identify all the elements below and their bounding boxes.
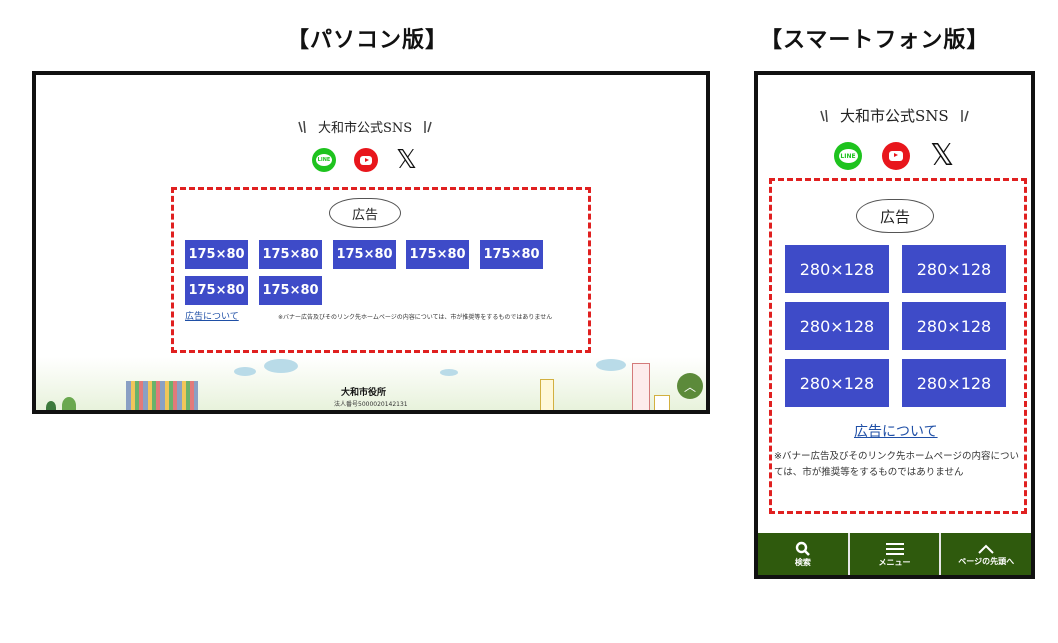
ad-banner[interactable]: 175×80	[259, 276, 322, 305]
ad-banner[interactable]: 280×128	[902, 245, 1006, 293]
footer: 大和市役所 法人番号5000020142131	[36, 357, 706, 410]
pc-screenshot-frame: 大和市公式SNS LINE 𝕏 広告 175×80 175×80 175×80 …	[32, 71, 710, 414]
nav-search-label: 検索	[794, 557, 811, 567]
sparkle-right-icon	[960, 109, 969, 122]
nav-menu-button[interactable]: メニュー	[850, 533, 942, 575]
ad-about-link[interactable]: 広告について	[854, 424, 938, 440]
ad-area-highlight: 広告 280×128 280×128 280×128 280×128 280×1…	[769, 178, 1027, 514]
ad-disclaimer-note: ※バナー広告及びそのリンク先ホームページの内容については、市が推奨等をするもので…	[278, 314, 553, 321]
ad-banner[interactable]: 175×80	[185, 240, 248, 269]
ad-about-link[interactable]: 広告について	[185, 312, 239, 322]
bottom-nav-bar: 検索 メニュー ページの先頭へ	[758, 533, 1031, 575]
pc-version-heading: 【パソコン版】	[287, 28, 449, 53]
ad-banner[interactable]: 175×80	[406, 240, 469, 269]
nav-menu-label: メニュー	[878, 557, 911, 567]
line-icon-label: LINE	[838, 149, 858, 163]
ad-banner[interactable]: 280×128	[785, 302, 889, 350]
ad-banner[interactable]: 175×80	[333, 240, 396, 269]
ad-disclaimer-note: ※バナー広告及びそのリンク先ホームページの内容については、市が推奨等をするもので…	[774, 451, 1019, 478]
sns-icon-row: LINE 𝕏	[834, 141, 954, 171]
chevron-up-icon: ︿	[683, 379, 696, 394]
nav-page-top-label: ページの先頭へ	[958, 556, 1015, 566]
sns-title: 大和市公式SNS	[296, 117, 434, 136]
ad-banner[interactable]: 280×128	[785, 359, 889, 407]
footer-title: 大和市役所	[341, 388, 387, 398]
x-icon[interactable]: 𝕏	[930, 138, 955, 173]
x-icon[interactable]: 𝕏	[396, 145, 417, 175]
youtube-icon[interactable]	[354, 148, 378, 172]
ad-title: 広告	[856, 199, 934, 233]
sparkle-right-icon	[424, 120, 432, 133]
back-to-top-button[interactable]: ︿	[677, 373, 703, 399]
line-icon[interactable]: LINE	[834, 142, 862, 170]
ad-banner[interactable]: 280×128	[902, 359, 1006, 407]
nav-page-top-button[interactable]: ページの先頭へ	[941, 533, 1031, 575]
smartphone-version-heading: 【スマートフォン版】	[760, 28, 990, 53]
sns-title-text: 大和市公式SNS	[318, 121, 413, 136]
youtube-icon[interactable]	[882, 142, 910, 170]
sns-title: 大和市公式SNS	[818, 105, 971, 126]
menu-icon	[885, 542, 904, 555]
ad-banner[interactable]: 175×80	[185, 276, 248, 305]
sparkle-left-icon	[298, 120, 306, 133]
ad-banner[interactable]: 175×80	[259, 240, 322, 269]
ad-area-highlight: 広告 175×80 175×80 175×80 175×80 175×80 17…	[171, 187, 591, 353]
sparkle-left-icon	[820, 109, 828, 122]
line-icon-label: LINE	[316, 154, 332, 166]
line-icon[interactable]: LINE	[312, 148, 336, 172]
search-icon	[795, 541, 810, 556]
smartphone-screenshot-frame: 大和市公式SNS LINE 𝕏 広告 280×128 280×128 280×1…	[754, 71, 1035, 579]
nav-search-button[interactable]: 検索	[758, 533, 850, 575]
ad-title: 広告	[329, 198, 401, 228]
footer-corporate-number: 法人番号5000020142131	[334, 401, 408, 408]
sns-icon-row: LINE 𝕏	[312, 147, 417, 173]
ad-banner[interactable]: 280×128	[785, 245, 889, 293]
chevron-up-icon	[978, 544, 994, 554]
ad-banner[interactable]: 175×80	[480, 240, 543, 269]
sns-title-text: 大和市公式SNS	[840, 107, 949, 125]
ad-banner[interactable]: 280×128	[902, 302, 1006, 350]
